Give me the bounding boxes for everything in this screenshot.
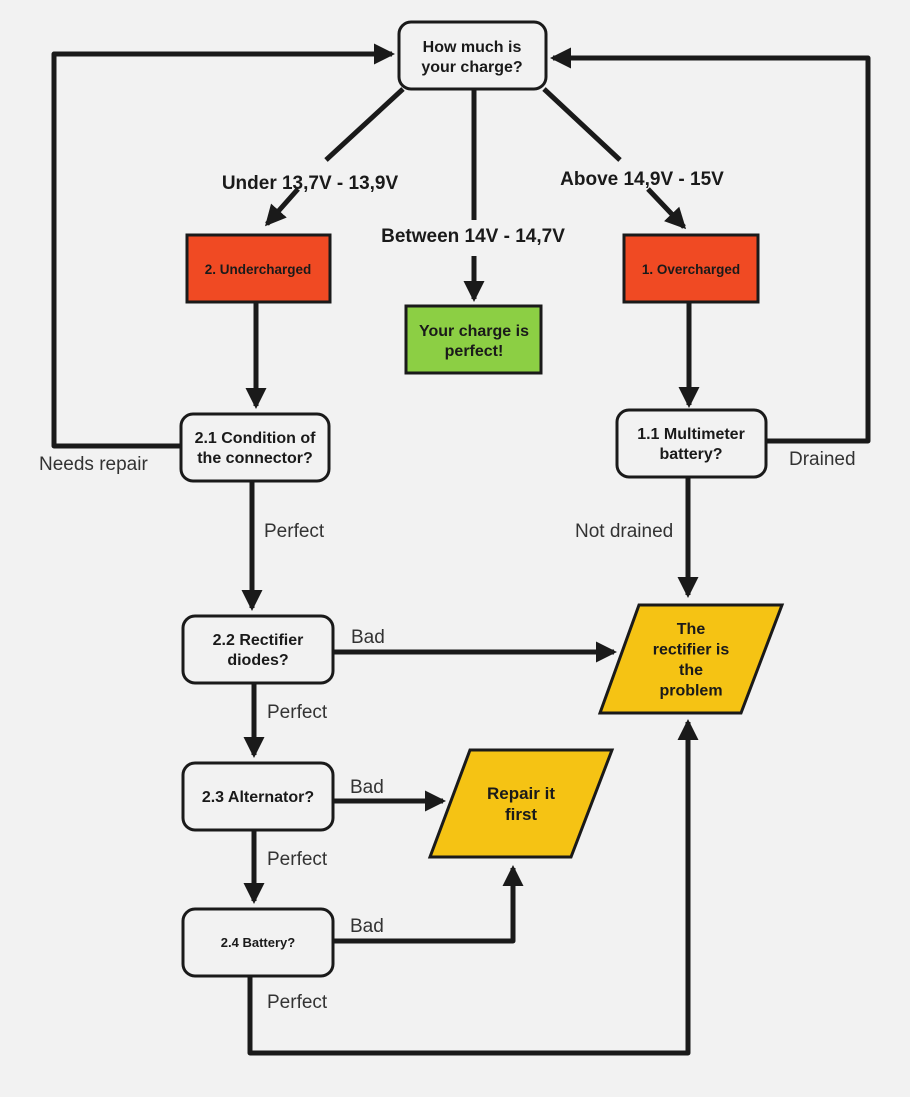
start-node xyxy=(397,20,548,91)
node-label-line: How much is xyxy=(423,39,522,56)
diodes-node xyxy=(181,614,335,685)
overcharged-label: 1. Overcharged xyxy=(642,262,740,277)
node-label-line: your charge? xyxy=(421,59,522,76)
edge-label-alternator-bad: Bad xyxy=(350,777,384,798)
multimeter-label: 1.1 Multimeter battery? xyxy=(637,426,745,463)
node-label-line: 1.1 Multimeter xyxy=(637,426,745,443)
connector-label: 2.1 Condition of the connector? xyxy=(195,430,317,467)
node-label-line: Your charge is xyxy=(419,323,529,340)
node-label-line: 2.1 Condition of xyxy=(195,430,317,447)
repair-first-label: Repair it first xyxy=(487,784,555,824)
node-label-line: the xyxy=(679,662,703,679)
edge-battery-to-repair xyxy=(333,864,524,944)
multimeter-node xyxy=(615,408,768,479)
edge-label-battery-perfect: Perfect xyxy=(267,992,328,1013)
branch-label-above: Above 14,9V - 15V xyxy=(560,169,724,190)
node-label-line: 2.3 Alternator? xyxy=(202,789,314,806)
node-label-line: 2.4 Battery? xyxy=(221,935,295,950)
rectifier-problem-node xyxy=(597,603,785,715)
perfect-charge-node xyxy=(404,304,543,375)
node-label-line: The xyxy=(677,621,706,638)
alternator-node xyxy=(181,761,335,832)
edge-start-to-undercharged xyxy=(267,87,405,224)
diodes-label: 2.2 Rectifier diodes? xyxy=(213,632,304,669)
edge-start-to-overcharged xyxy=(542,87,684,227)
battery-node xyxy=(181,907,335,978)
edge-label-battery-bad: Bad xyxy=(350,916,384,937)
edge-label-alternator-perfect: Perfect xyxy=(267,849,328,870)
start-label: How much is your charge? xyxy=(421,39,522,76)
overcharged-node xyxy=(622,233,760,304)
repair-first-node xyxy=(427,748,615,859)
undercharged-label: 2. Undercharged xyxy=(205,262,312,277)
edge-label-needs-repair: Needs repair xyxy=(39,454,148,475)
alternator-label: 2.3 Alternator? xyxy=(202,789,314,806)
branch-label-between: Between 14V - 14,7V xyxy=(381,226,565,247)
node-label-line: first xyxy=(505,805,537,824)
node-label-line: 2. Undercharged xyxy=(205,262,312,277)
node-label-line: perfect! xyxy=(445,343,504,360)
node-label-line: diodes? xyxy=(227,652,288,669)
battery-label: 2.4 Battery? xyxy=(221,935,295,950)
node-label-line: battery? xyxy=(659,446,722,463)
edge-label-connector-perfect: Perfect xyxy=(264,521,325,542)
node-label-line: rectifier is xyxy=(653,642,730,659)
undercharged-node xyxy=(185,233,332,304)
node-label-line: 2.2 Rectifier xyxy=(213,632,304,649)
edge-label-not-drained: Not drained xyxy=(575,521,673,542)
edge-multimeter-drained-loop xyxy=(549,47,871,444)
edge-label-diodes-perfect: Perfect xyxy=(267,702,328,723)
perfect-charge-label: Your charge is perfect! xyxy=(419,323,529,360)
node-label-line: the connector? xyxy=(197,450,313,467)
node-label-line: 1. Overcharged xyxy=(642,262,740,277)
rectifier-problem-label: The rectifier is the problem xyxy=(653,621,730,700)
edge-label-diodes-bad: Bad xyxy=(351,627,385,648)
edge-battery-to-rectifier xyxy=(247,718,699,1056)
edge-connector-needs-repair-loop xyxy=(51,43,396,449)
node-label-line: Repair it xyxy=(487,784,555,803)
branch-label-under: Under 13,7V - 13,9V xyxy=(222,173,399,194)
connector-node xyxy=(179,412,331,483)
edge-label-drained: Drained xyxy=(789,449,856,470)
node-label-line: problem xyxy=(659,683,722,700)
